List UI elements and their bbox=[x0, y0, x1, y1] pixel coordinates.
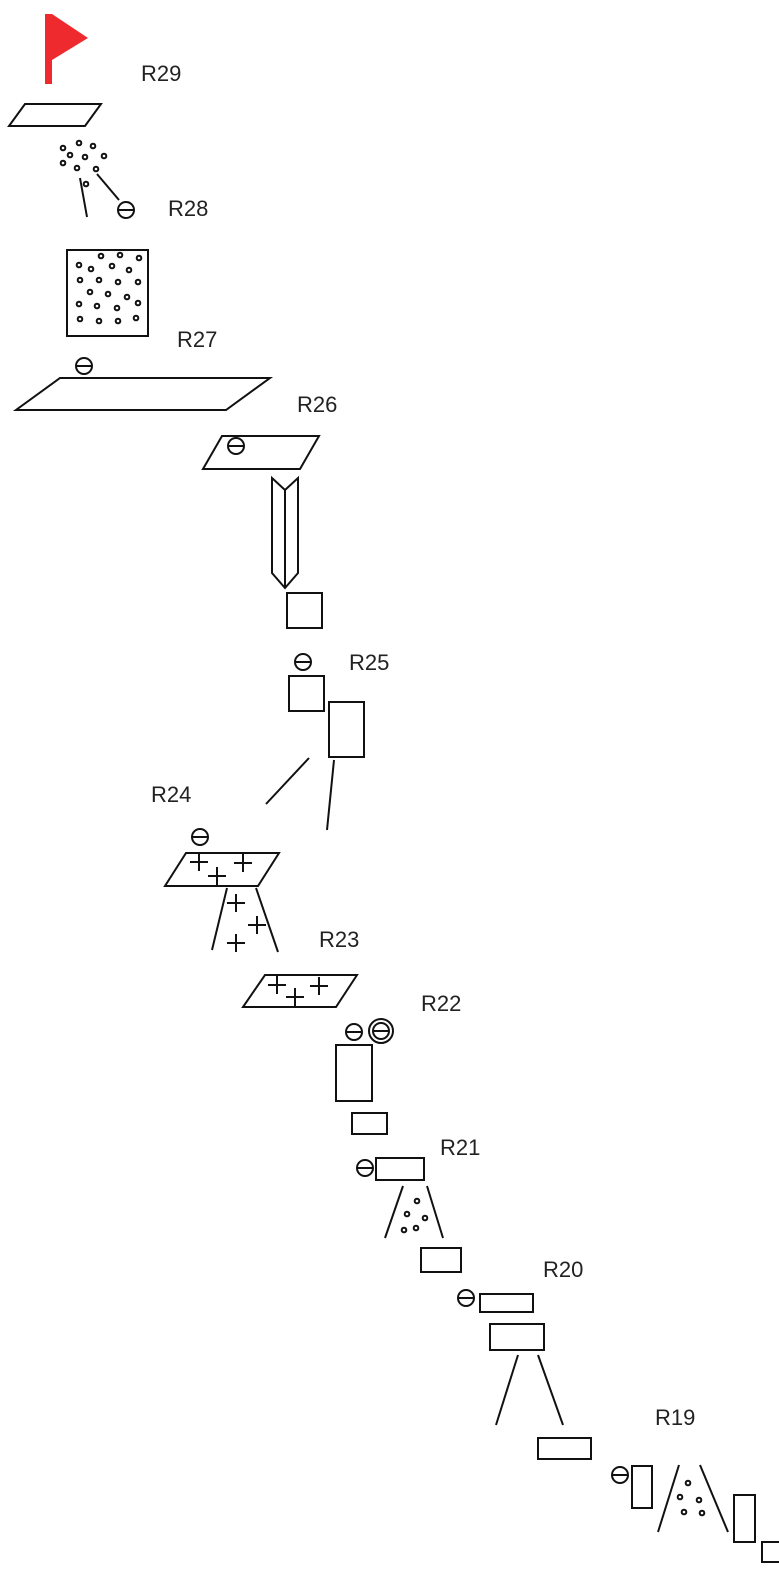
route-label-r19: R19 bbox=[655, 1405, 695, 1430]
hold-rectangle bbox=[420, 1247, 462, 1273]
route-line bbox=[96, 173, 120, 201]
route-line bbox=[699, 1464, 729, 1533]
hold-square bbox=[288, 675, 325, 712]
route-label-r20: R20 bbox=[543, 1257, 583, 1282]
route-label-r22: R22 bbox=[421, 991, 461, 1016]
route-line bbox=[657, 1464, 680, 1533]
minus-circle-icon bbox=[294, 653, 312, 671]
plus-icon bbox=[190, 853, 252, 885]
dot-cluster bbox=[400, 1197, 429, 1234]
volume-parallelogram bbox=[201, 435, 321, 470]
hold-rectangle bbox=[328, 701, 365, 758]
route-label-r21: R21 bbox=[440, 1135, 480, 1160]
hold-rectangle bbox=[761, 1541, 779, 1563]
route-label-r26: R26 bbox=[297, 392, 337, 417]
route-label-r23: R23 bbox=[319, 927, 359, 952]
plus-icon bbox=[268, 976, 328, 1006]
minus-circle-icon bbox=[457, 1289, 475, 1307]
dot-cluster bbox=[676, 1479, 706, 1517]
hold-rectangle bbox=[335, 1044, 373, 1102]
minus-circle-icon bbox=[75, 357, 93, 375]
hold-rectangle bbox=[489, 1323, 545, 1351]
volume-parallelogram bbox=[241, 974, 359, 1008]
route-label-r24: R24 bbox=[151, 782, 191, 807]
hold-rectangle bbox=[537, 1437, 592, 1460]
route-line bbox=[211, 887, 228, 951]
hold-rectangle bbox=[375, 1157, 425, 1181]
volume-parallelogram bbox=[12, 377, 274, 411]
route-line bbox=[537, 1354, 564, 1426]
route-line bbox=[79, 177, 88, 218]
hold-rectangle bbox=[479, 1293, 534, 1313]
plus-icon bbox=[227, 894, 266, 952]
minus-circle-icon bbox=[611, 1466, 629, 1484]
route-line bbox=[384, 1185, 404, 1239]
route-line bbox=[255, 887, 279, 953]
volume-parallelogram bbox=[163, 852, 281, 887]
arete-feature bbox=[271, 475, 299, 590]
route-line bbox=[495, 1354, 519, 1426]
minus-circle-icon bbox=[356, 1159, 374, 1177]
double-minus-circle-icon bbox=[368, 1018, 394, 1044]
volume-square bbox=[66, 249, 149, 337]
volume-parallelogram bbox=[7, 103, 103, 127]
hold-square bbox=[286, 592, 323, 629]
hold-rectangle bbox=[733, 1494, 756, 1543]
minus-circle-icon bbox=[191, 828, 209, 846]
dot-cluster bbox=[75, 251, 143, 325]
minus-circle-icon bbox=[117, 201, 135, 219]
route-label-r25: R25 bbox=[349, 650, 389, 675]
hold-rectangle bbox=[631, 1465, 653, 1509]
minus-circle-icon bbox=[345, 1023, 363, 1041]
dot-cluster bbox=[59, 139, 108, 188]
route-label-r28: R28 bbox=[168, 196, 208, 221]
route-line bbox=[265, 757, 310, 805]
hold-rectangle bbox=[351, 1112, 388, 1135]
route-label-r27: R27 bbox=[177, 327, 217, 352]
route-line bbox=[326, 759, 335, 831]
minus-circle-icon bbox=[227, 437, 245, 455]
route-label-r29: R29 bbox=[141, 61, 181, 86]
route-line bbox=[426, 1185, 444, 1239]
flag-icon bbox=[45, 14, 88, 84]
